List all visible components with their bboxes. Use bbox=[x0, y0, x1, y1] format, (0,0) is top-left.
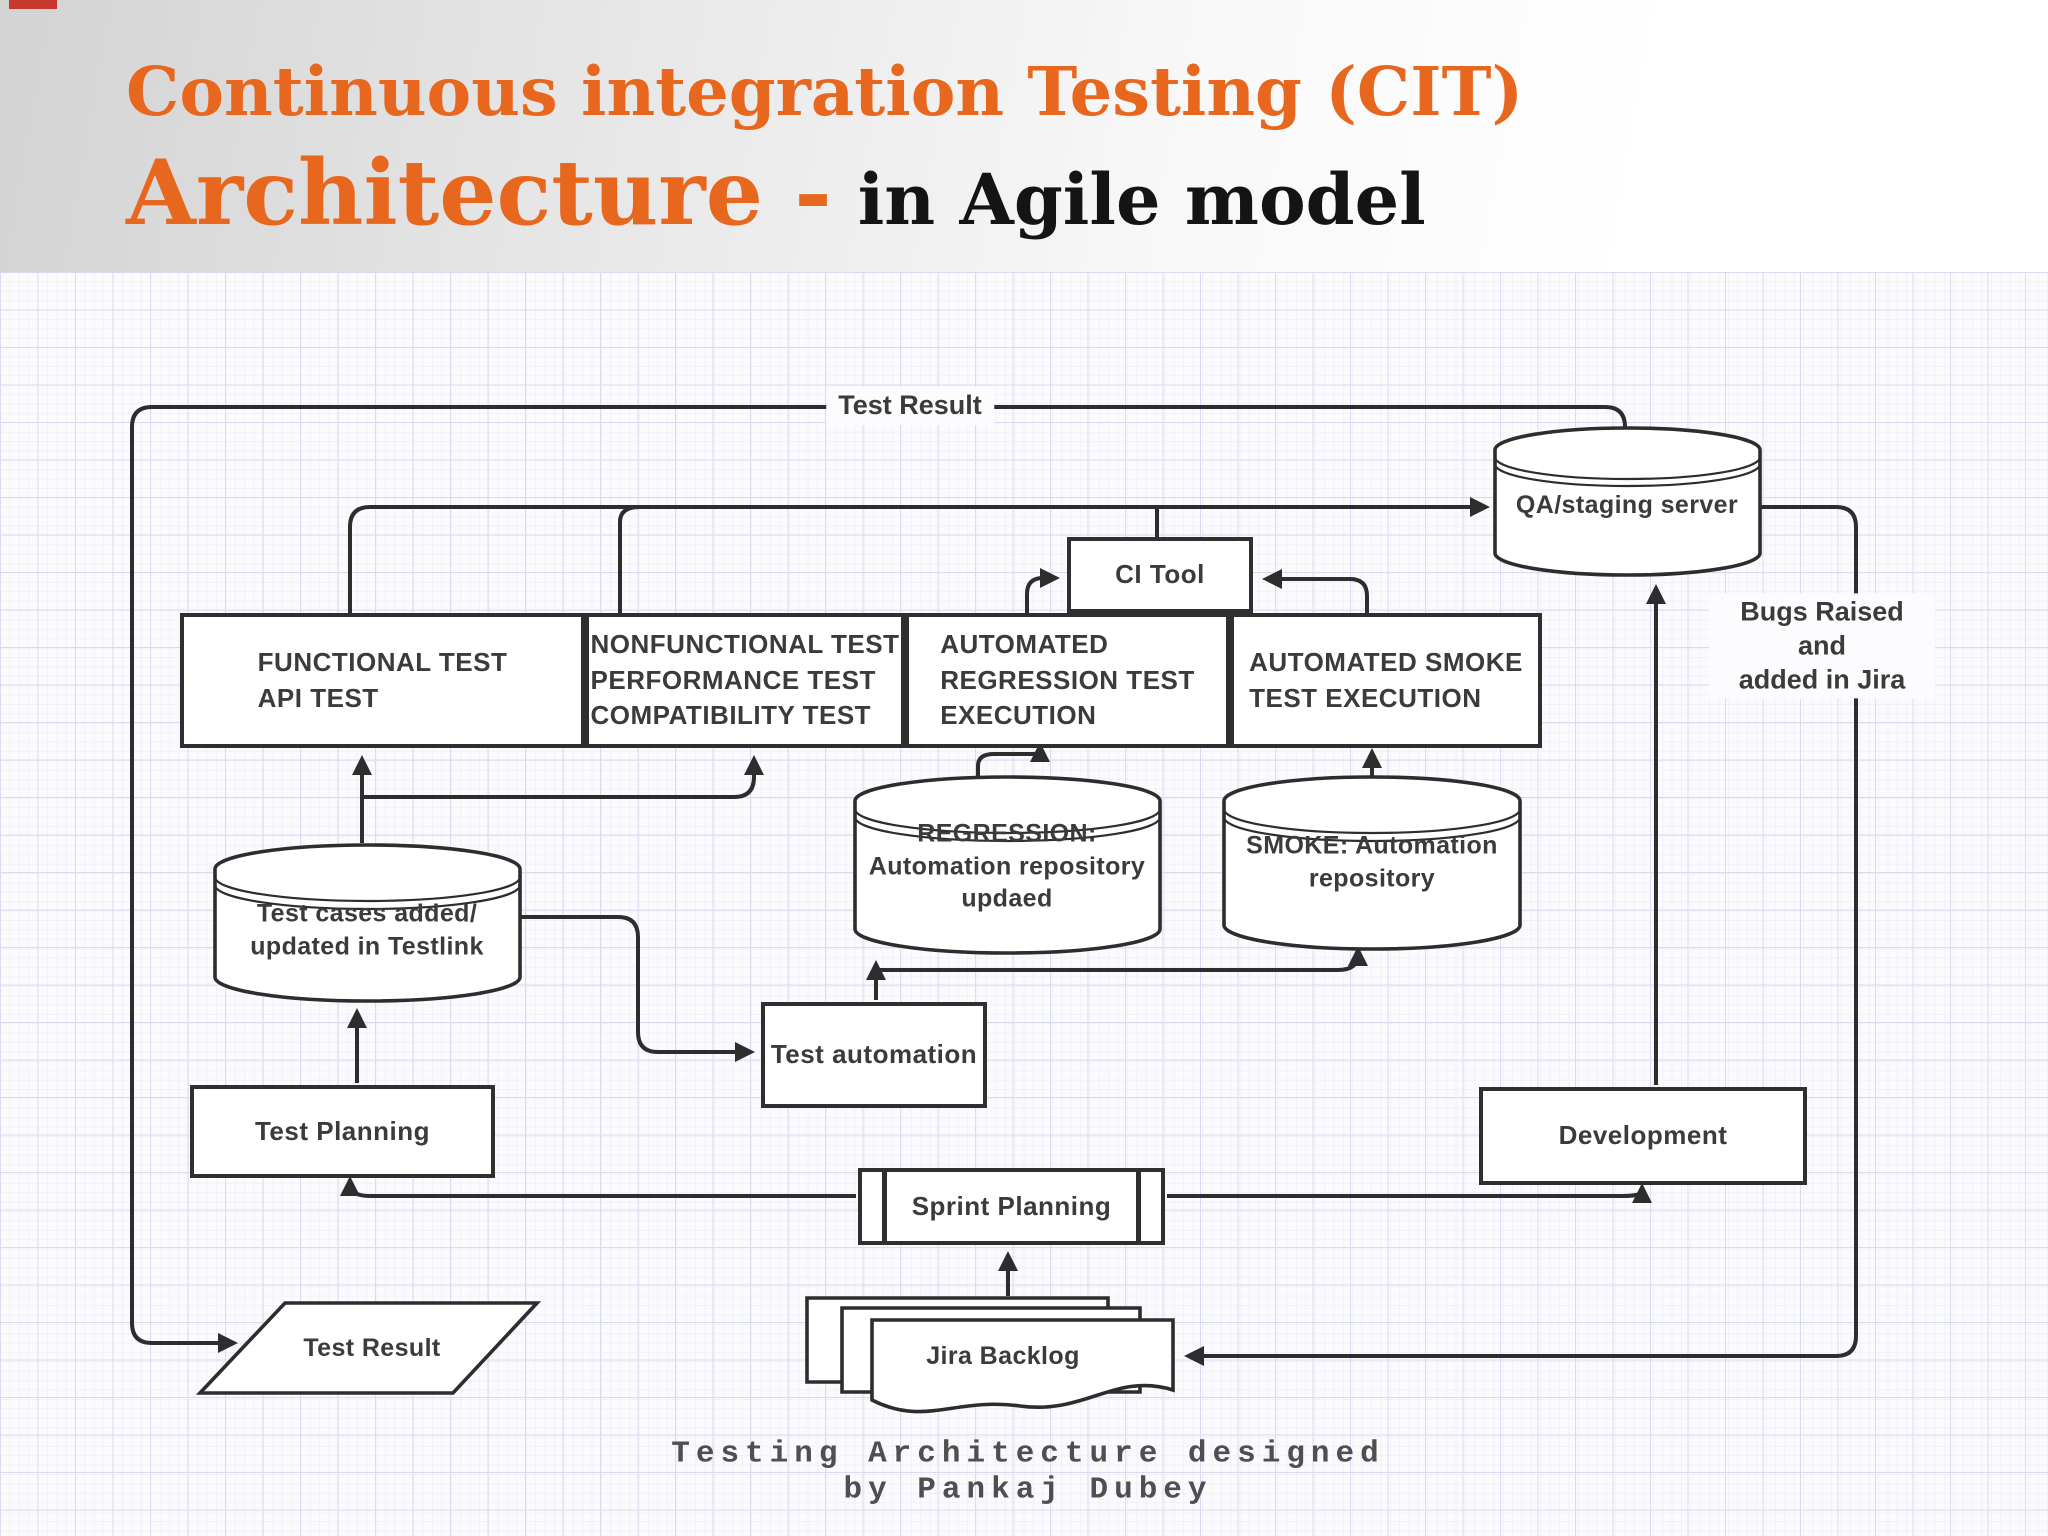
connector-results-to-qa bbox=[348, 497, 1490, 615]
node-test-planning: Test Planning bbox=[190, 1085, 495, 1178]
edge-label-bugs-raised: Bugs Raised and added in Jira bbox=[1709, 593, 1935, 699]
node-functional-test-label: FUNCTIONAL TEST API TEST bbox=[257, 646, 508, 713]
sprint-planning-left-bar bbox=[882, 1171, 887, 1242]
connector-testlink-to-automation bbox=[520, 915, 755, 1062]
jira-backlog-label: Jira Backlog bbox=[926, 1341, 1080, 1370]
connector-sprint-to-test-planning bbox=[340, 1176, 856, 1198]
smoke-repo-cylinder bbox=[1222, 775, 1522, 951]
node-nonfunctional-test: NONFUNCTIONAL TEST PERFORMANCE TEST COMP… bbox=[585, 613, 905, 748]
node-automated-smoke-label: AUTOMATED SMOKE TEST EXECUTION bbox=[1249, 646, 1523, 713]
regression-repo-cylinder bbox=[853, 775, 1162, 955]
connector-smoke-to-citool bbox=[1262, 569, 1369, 615]
slide-title-line2: Architecture - in Agile model bbox=[126, 140, 1426, 246]
qa-staging-server-cylinder bbox=[1493, 426, 1762, 577]
slide-title-line2-accent: Architecture - bbox=[126, 140, 832, 246]
connector-qa-to-jira-backlog bbox=[1184, 505, 1858, 1366]
node-ci-tool-label: CI Tool bbox=[1115, 559, 1205, 590]
connector-sprint-to-development bbox=[1167, 1183, 1652, 1204]
node-test-automation: Test automation bbox=[761, 1002, 987, 1108]
jira-backlog-document-stack bbox=[805, 1296, 1175, 1414]
connector-regression-repo-to-execution bbox=[976, 742, 1050, 776]
node-automated-regression-label: AUTOMATED REGRESSION TEST EXECUTION bbox=[940, 628, 1195, 731]
connector-regression-to-citool bbox=[1025, 568, 1060, 615]
qa-staging-server-label: QA/staging server bbox=[1515, 490, 1739, 519]
slide-title-line2-rest: in Agile model bbox=[857, 158, 1426, 241]
node-automated-smoke: AUTOMATED SMOKE TEST EXECUTION bbox=[1230, 613, 1542, 748]
node-functional-test: FUNCTIONAL TEST API TEST bbox=[180, 613, 585, 748]
title-band: Continuous integration Testing (CIT) Arc… bbox=[0, 0, 2048, 272]
connector-test-result-loop bbox=[130, 405, 1627, 1353]
node-sprint-planning-label: Sprint Planning bbox=[911, 1190, 1112, 1221]
footer-credit: Testing Architecture designed by Pankaj … bbox=[671, 1436, 1385, 1507]
node-development-label: Development bbox=[1558, 1120, 1728, 1151]
node-nonfunctional-test-label: NONFUNCTIONAL TEST PERFORMANCE TEST COMP… bbox=[590, 628, 900, 731]
smoke-repo-label: SMOKE: Automation repository bbox=[1246, 831, 1498, 893]
node-sprint-planning: Sprint Planning bbox=[858, 1168, 1165, 1245]
connector-testlink-to-nonfunctional bbox=[362, 755, 764, 799]
test-result-parallelogram bbox=[195, 1301, 542, 1395]
testlink-repo-label: Test cases added/ updated in Testlink bbox=[250, 899, 484, 961]
connector-automation-to-smoke-repo bbox=[876, 946, 1368, 972]
node-test-planning-label: Test Planning bbox=[254, 1115, 431, 1146]
node-automated-regression: AUTOMATED REGRESSION TEST EXECUTION bbox=[905, 613, 1230, 748]
node-development: Development bbox=[1479, 1087, 1807, 1185]
connector-nonfunctional-riser bbox=[618, 505, 641, 615]
node-ci-tool: CI Tool bbox=[1067, 537, 1253, 613]
sprint-planning-right-bar bbox=[1136, 1171, 1141, 1242]
regression-repo-label: REGRESSION: Automation repository updaed bbox=[868, 819, 1146, 913]
slide-title-line1: Continuous integration Testing (CIT) bbox=[126, 52, 1524, 131]
edge-label-test-result: Test Result bbox=[826, 387, 994, 425]
test-result-output-label: Test Result bbox=[303, 1333, 441, 1362]
testlink-repo-cylinder bbox=[213, 843, 522, 1003]
node-test-automation-label: Test automation bbox=[770, 1039, 978, 1070]
theme-accent-strip bbox=[9, 0, 57, 9]
